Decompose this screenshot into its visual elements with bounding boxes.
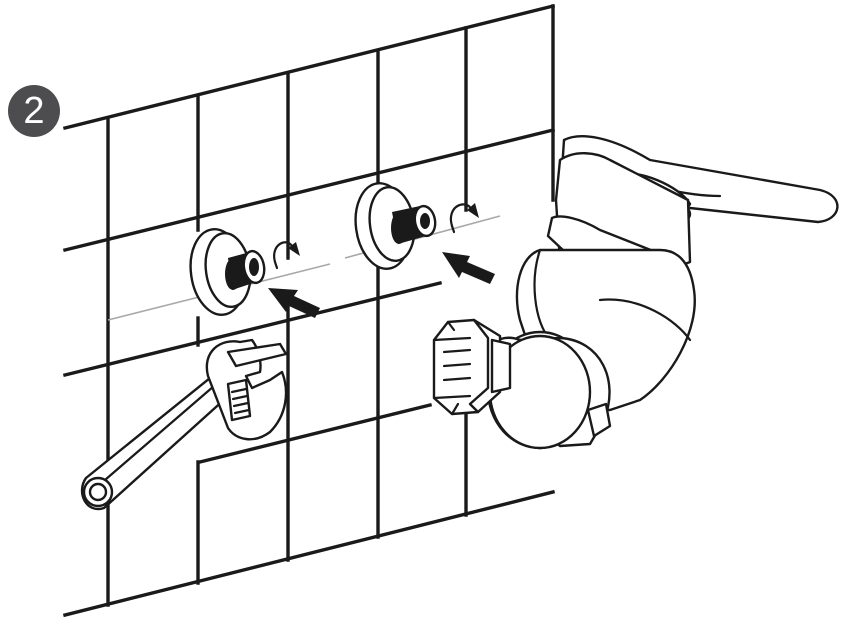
- right-wall-flange: [350, 180, 437, 273]
- right-insert-arrow-icon: [442, 252, 495, 284]
- single-lever-mixer: [434, 136, 837, 448]
- left-wall-flange: [185, 226, 266, 319]
- left-insert-arrow-icon: [268, 288, 320, 318]
- step-number-badge: 2: [8, 85, 60, 137]
- adjustable-wrench: [82, 340, 286, 509]
